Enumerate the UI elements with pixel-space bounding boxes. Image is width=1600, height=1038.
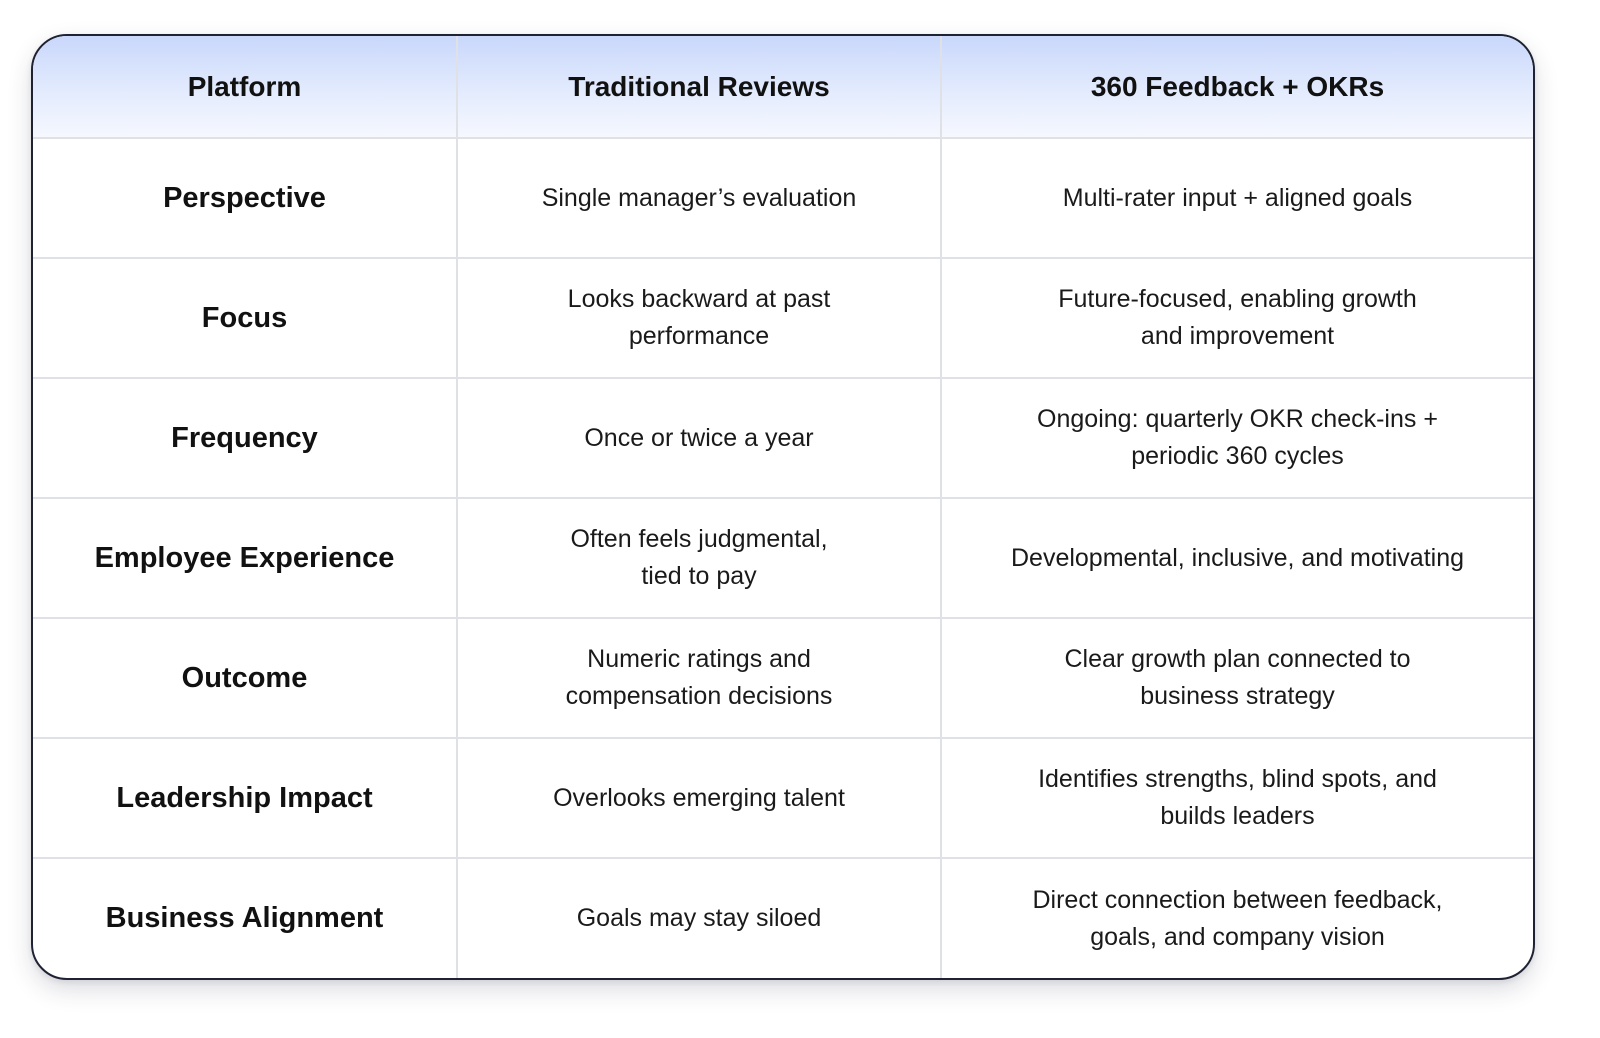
traditional-cell: Numeric ratings and compensation decision… <box>457 618 942 739</box>
header-360-feedback-okrs: 360 Feedback + OKRs <box>941 36 1533 139</box>
cell-line: Future-focused, enabling growth <box>1058 285 1417 313</box>
cell-line: Multi-rater input + aligned goals <box>1062 183 1413 212</box>
cell-line: Single manager’s evaluation <box>541 183 857 212</box>
feedback-okrs-cell: Clear growth plan connected to business s… <box>941 618 1533 739</box>
cell-line: goals, and company vision <box>1090 922 1385 951</box>
cell-line: Numeric ratings and <box>587 645 811 673</box>
feedback-okrs-cell: Ongoing: quarterly OKR check-ins + period… <box>941 378 1533 499</box>
cell-line: Direct connection between feedback, <box>1032 885 1443 914</box>
cell-line: performance <box>628 322 770 350</box>
row-label: Business Alignment <box>33 858 458 978</box>
traditional-cell: Looks backward at past performance <box>457 258 942 379</box>
cell-line: business strategy <box>1140 682 1335 710</box>
row-label: Employee Experience <box>33 498 458 619</box>
row-label: Perspective <box>33 138 458 259</box>
header-row: Platform Traditional Reviews 360 Feedbac… <box>33 36 1533 139</box>
cell-line: Identifies strengths, blind spots, and <box>1038 765 1437 793</box>
table-row: Outcome Numeric ratings and compensation … <box>33 618 1533 739</box>
traditional-cell: Often feels judgmental, tied to pay <box>457 498 942 619</box>
table-row: Leadership Impact Overlooks emerging tal… <box>33 738 1533 859</box>
feedback-okrs-cell: Developmental, inclusive, and motivating <box>941 498 1533 619</box>
table-row: Business Alignment Goals may stay siloed… <box>33 858 1533 978</box>
feedback-okrs-cell: Direct connection between feedback, goals… <box>941 858 1533 978</box>
cell-line: tied to pay <box>641 562 757 590</box>
row-label-text: Leadership Impact <box>116 781 373 814</box>
cell-line: Developmental, inclusive, and motivating <box>1010 543 1464 572</box>
table-row: Employee Experience Often feels judgment… <box>33 498 1533 619</box>
row-label: Leadership Impact <box>33 738 458 859</box>
comparison-table: Platform Traditional Reviews 360 Feedbac… <box>33 36 1533 978</box>
cell-line: Clear growth plan connected to <box>1064 645 1411 673</box>
row-label: Frequency <box>33 378 458 499</box>
cell-line: periodic 360 cycles <box>1131 442 1344 470</box>
traditional-cell: Goals may stay siloed <box>457 858 942 978</box>
row-label-text: Perspective <box>163 181 326 214</box>
table-row: Frequency Once or twice a year Ongoing: … <box>33 378 1533 499</box>
row-label-text: Employee Experience <box>94 541 395 574</box>
cell-line: Often feels judgmental, <box>570 525 828 553</box>
header-platform: Platform <box>33 36 458 139</box>
traditional-cell: Single manager’s evaluation <box>457 138 942 259</box>
traditional-cell: Once or twice a year <box>457 378 942 499</box>
cell-line: compensation decisions <box>565 682 833 710</box>
row-label: Outcome <box>33 618 458 739</box>
cell-line: builds leaders <box>1160 802 1315 830</box>
header-traditional-reviews: Traditional Reviews <box>457 36 942 139</box>
table-row: Perspective Single manager’s evaluation … <box>33 138 1533 259</box>
comparison-card: Platform Traditional Reviews 360 Feedbac… <box>31 34 1535 980</box>
feedback-okrs-cell: Identifies strengths, blind spots, and bu… <box>941 738 1533 859</box>
row-label: Focus <box>33 258 458 379</box>
cell-line: Looks backward at past <box>567 285 831 313</box>
traditional-cell: Overlooks emerging talent <box>457 738 942 859</box>
feedback-okrs-cell: Multi-rater input + aligned goals <box>941 138 1533 259</box>
cell-line: Ongoing: quarterly OKR check-ins + <box>1037 405 1438 433</box>
cell-line: and improvement <box>1140 322 1335 350</box>
row-label-text: Frequency <box>171 421 318 454</box>
cell-line: Goals may stay siloed <box>576 904 822 932</box>
row-label-text: Business Alignment <box>105 902 384 934</box>
row-label-text: Outcome <box>181 661 308 694</box>
cell-line: Once or twice a year <box>584 423 814 452</box>
cell-line: Overlooks emerging talent <box>553 783 845 812</box>
feedback-okrs-cell: Future-focused, enabling growth and impro… <box>941 258 1533 379</box>
row-label-text: Focus <box>201 301 288 334</box>
